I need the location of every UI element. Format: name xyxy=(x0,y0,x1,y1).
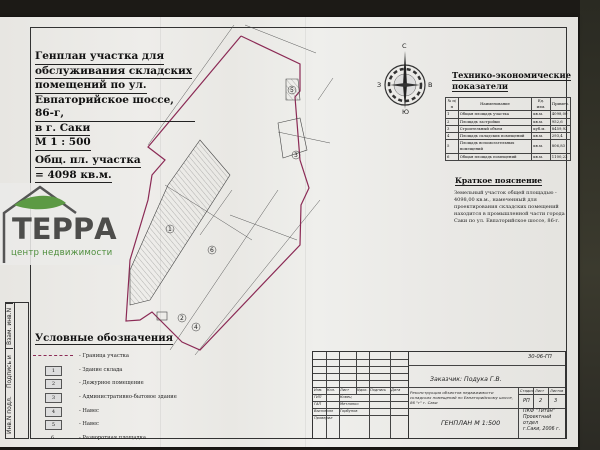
legend-item: 5 - Навес xyxy=(30,418,160,432)
table-header-row: № п/п Наименование Ед. изм. Примеч. xyxy=(445,96,572,112)
building-box-icon: 2 xyxy=(45,379,62,390)
side-stamp-cell: Подпись и дата xyxy=(6,348,13,394)
legend-item: 4 - Навес xyxy=(30,405,160,419)
compass-north: С xyxy=(402,42,407,50)
client-name: Заказчик: Подука Г.В. xyxy=(430,376,502,383)
document-code: 30-06-ГП xyxy=(528,354,552,360)
tech-title: Технико-экономические показатели xyxy=(452,70,571,92)
compass-icon xyxy=(384,51,426,109)
title-line: помещений по ул. xyxy=(35,79,147,94)
title-line: обслуживания складских xyxy=(35,65,193,79)
brief-title: Краткое пояснение xyxy=(455,176,543,186)
side-stamp: Взам. инв.N Подпись и дата Инв.N подл. xyxy=(5,302,29,439)
organization: ПКФ "Титан" Проектный отдел г.Саки, 2006… xyxy=(523,409,561,432)
background xyxy=(580,0,600,450)
title-line: Генплан участка для xyxy=(35,50,165,65)
legend-item: 6 - Разворотная площадка xyxy=(30,432,160,446)
legend-item: - Граница участка xyxy=(30,350,160,364)
side-stamp-cell: Инв.N подл. xyxy=(6,396,13,434)
boundary-line-icon xyxy=(33,355,73,356)
legend-item: 3 - Административно-бытовое здание xyxy=(30,391,177,405)
logo-name: ТЕРРА xyxy=(12,212,117,246)
legend: - Граница участка 1 - Здание склада 2 - … xyxy=(30,350,177,446)
legend-item: 2 - Дежурное помещение xyxy=(30,377,160,391)
title-line: в г. Саки xyxy=(35,122,91,136)
object-description: Реконструкция объектов недвижимости скла… xyxy=(410,390,513,405)
title-stamp: Изм. Кол. Лист Nдок. Подпись Дата ГИП Ко… xyxy=(312,351,566,439)
house-leaf-icon xyxy=(2,185,77,263)
legend-item: 1 - Здание склада xyxy=(30,364,160,378)
logo-subtitle: центр недвижимости xyxy=(11,248,113,258)
compass-east: В xyxy=(428,81,433,89)
area-label: Общ. пл. участка xyxy=(35,154,141,168)
compass-west: З xyxy=(377,81,382,89)
site-area: Общ. пл. участка = 4098 кв.м. xyxy=(35,153,141,183)
building-box-icon: 4 xyxy=(45,406,62,417)
side-stamp-cell: Взам. инв.N xyxy=(6,303,13,349)
terra-logo xyxy=(0,183,120,265)
legend-title: Условные обозначения xyxy=(35,333,174,345)
building-box-icon: 5 xyxy=(45,420,62,431)
circle-icon: 6 xyxy=(50,435,55,442)
stamp-revision-grid: Изм. Кол. Лист Nдок. Подпись Дата ГИП Ко… xyxy=(313,352,409,438)
building-box-icon: 1 xyxy=(45,365,62,376)
compass-rose: С Ю З В xyxy=(370,42,440,116)
plan-title: Генплан участка для обслуживания складск… xyxy=(35,50,195,151)
title-line: Евпаторийское шоссе, 86-г, xyxy=(35,94,195,122)
plan-name: ГЕНПЛАН М 1:500 xyxy=(441,419,501,427)
compass-south: Ю xyxy=(402,108,410,116)
area-value: = 4098 кв.м. xyxy=(35,169,112,183)
scale-label: М 1 : 500 xyxy=(35,136,91,151)
brief-text: Земельный участок общей площадью - 4098,… xyxy=(454,190,565,224)
building-box-icon: 3 xyxy=(45,393,62,404)
